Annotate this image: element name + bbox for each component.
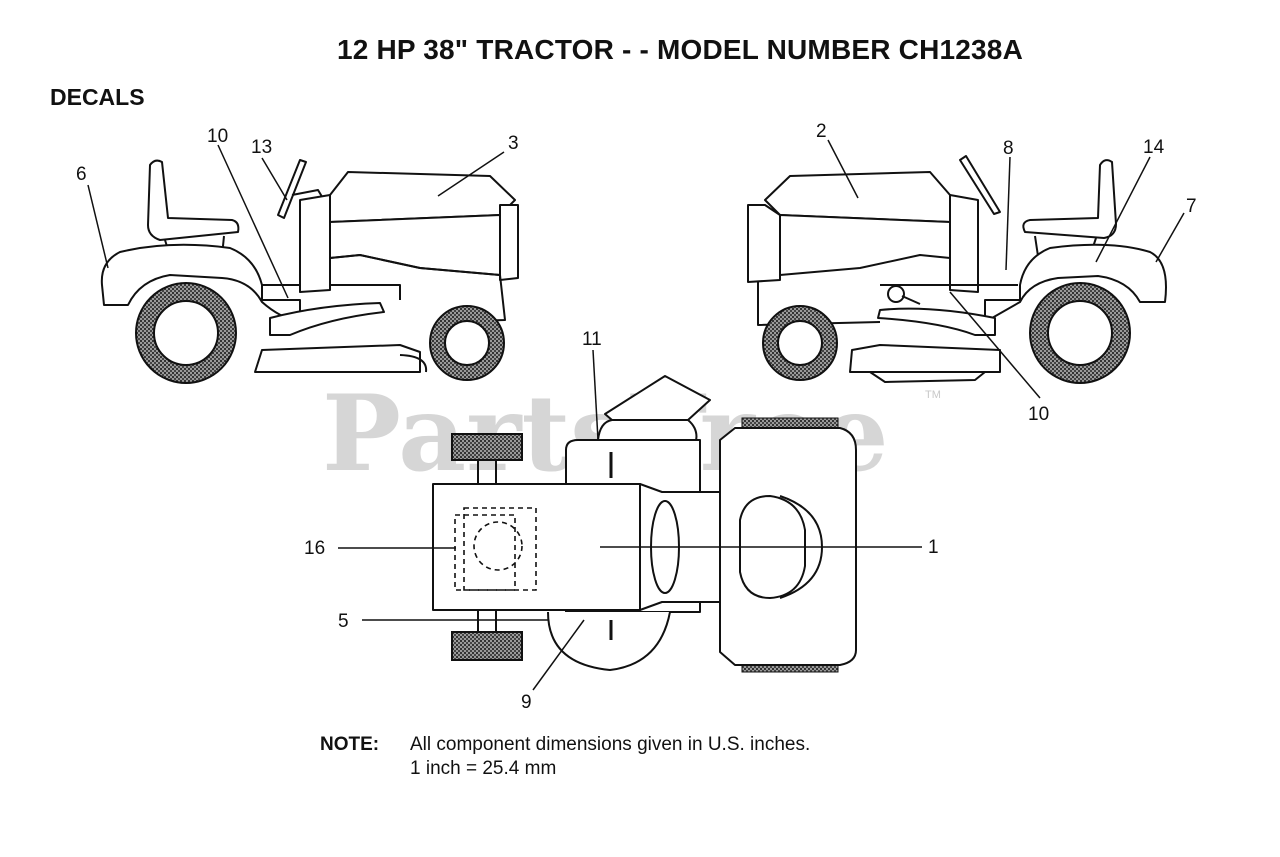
callout-13: 13 xyxy=(251,137,272,158)
callout-11: 11 xyxy=(582,329,602,350)
dimension-note: NOTE: All component dimensions given in U… xyxy=(320,733,810,781)
callout-10-right: 10 xyxy=(1028,404,1049,425)
tractor-right-side-view xyxy=(747,155,1167,384)
section-heading: DECALS xyxy=(50,84,145,110)
callout-8: 8 xyxy=(1003,138,1014,159)
callout-14: 14 xyxy=(1143,137,1165,158)
callout-3: 3 xyxy=(508,133,519,154)
leader-lines xyxy=(87,139,1185,691)
page-title: 12 HP 38" TRACTOR - - MODEL NUMBER CH123… xyxy=(336,34,1024,65)
callout-9: 9 xyxy=(521,692,532,713)
callout-10-left: 10 xyxy=(207,126,228,147)
callout-2: 2 xyxy=(816,121,827,142)
note-text: All component dimensions given in U.S. i… xyxy=(410,733,810,781)
callout-6: 6 xyxy=(76,164,87,185)
note-line-1: All component dimensions given in U.S. i… xyxy=(410,734,811,755)
note-line-2: 1 inch = 25.4 mm xyxy=(410,758,557,779)
tractor-left-side-view xyxy=(100,159,519,384)
callout-5: 5 xyxy=(338,611,349,632)
note-label: NOTE: xyxy=(320,734,380,755)
callout-16: 16 xyxy=(304,538,325,559)
watermark-trademark: TM xyxy=(925,389,941,401)
callout-7: 7 xyxy=(1186,196,1197,217)
callout-1: 1 xyxy=(928,537,939,558)
